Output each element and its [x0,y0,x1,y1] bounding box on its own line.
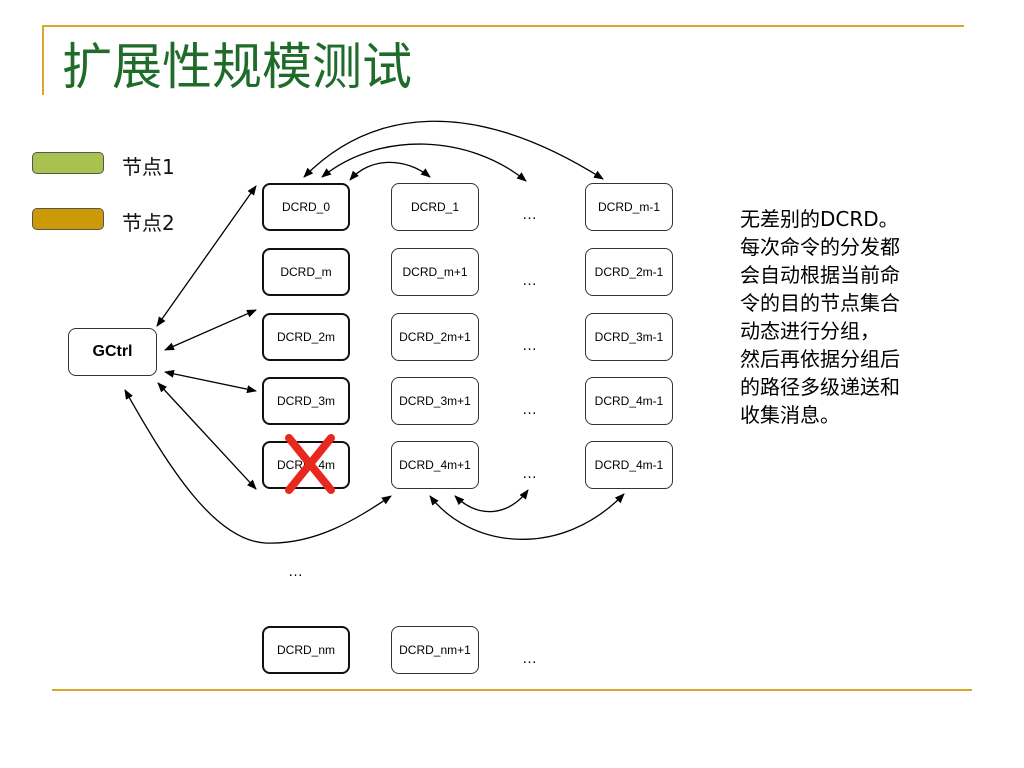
dcrd-node: DCRD_4m+1 [391,441,479,489]
column-ellipsis: … [288,563,303,580]
description-line: 会自动根据当前命 [740,263,900,287]
description-line: 的路径多级递送和 [740,375,900,399]
dcrd-node: DCRD_0 [262,183,350,231]
dcrd-node: DCRD_m+1 [391,248,479,296]
dcrd-node: DCRD_3m+1 [391,377,479,425]
description-line: 然后再依据分组后 [740,347,900,371]
dcrd-node: DCRD_m [262,248,350,296]
legend-swatch-node1 [32,152,104,174]
legend-label-node1: 节点1 [122,155,175,179]
row-ellipsis: … [522,465,537,482]
description-line: 收集消息。 [740,403,840,427]
dcrd-node: DCRD_2m-1 [585,248,673,296]
dcrd-node: DCRD_2m+1 [391,313,479,361]
legend-swatch-node2 [32,208,104,230]
arrow-gctrl-row4 [157,382,257,490]
row-ellipsis: … [522,272,537,289]
arrow-gctrl-4m1 [124,389,392,544]
arrow-dcrd0-dcrdm1 [303,120,604,180]
dcrd-node: DCRD_1 [391,183,479,231]
arrow-gctrl-row0 [156,185,257,327]
dcrd-node: DCRD_4m-1 [585,441,673,489]
dcrd-node: DCRD_3m-1 [585,313,673,361]
row-ellipsis: … [522,650,537,667]
description-line: 令的目的节点集合 [740,291,900,315]
arrow-gctrl-row3 [164,369,257,394]
description-line: 动态进行分组， [740,319,880,343]
dcrd-node: DCRD_m-1 [585,183,673,231]
description-line: 无差别的DCRD。 [740,207,899,231]
top-rule [42,25,964,27]
arrow-dcrd0-ellipsis [321,143,527,182]
dcrd-node: DCRD_4m-1 [585,377,673,425]
arrow-4m1-ellipsis [454,489,529,513]
gctrl-node: GCtrl [68,328,157,376]
arrow-gctrl-row2 [164,309,257,351]
description-line: 每次命令的分发都 [740,235,900,259]
row-ellipsis: … [522,337,537,354]
row-ellipsis: … [522,401,537,418]
slide-title: 扩展性规模测试 [62,38,412,96]
row-ellipsis: … [522,206,537,223]
dcrd-node: DCRD_2m [262,313,350,361]
dcrd-node: DCRD_nm [262,626,350,674]
bottom-rule [52,689,972,691]
description-text: 无差别的DCRD。 每次命令的分发都 会自动根据当前命 令的目的节点集合 动态进… [740,205,960,429]
arrow-4m1-4mm1 [429,493,625,540]
arrow-dcrd0-dcrd1 [349,161,431,181]
dcrd-node: DCRD_nm+1 [391,626,479,674]
title-accent-bar [42,25,44,95]
